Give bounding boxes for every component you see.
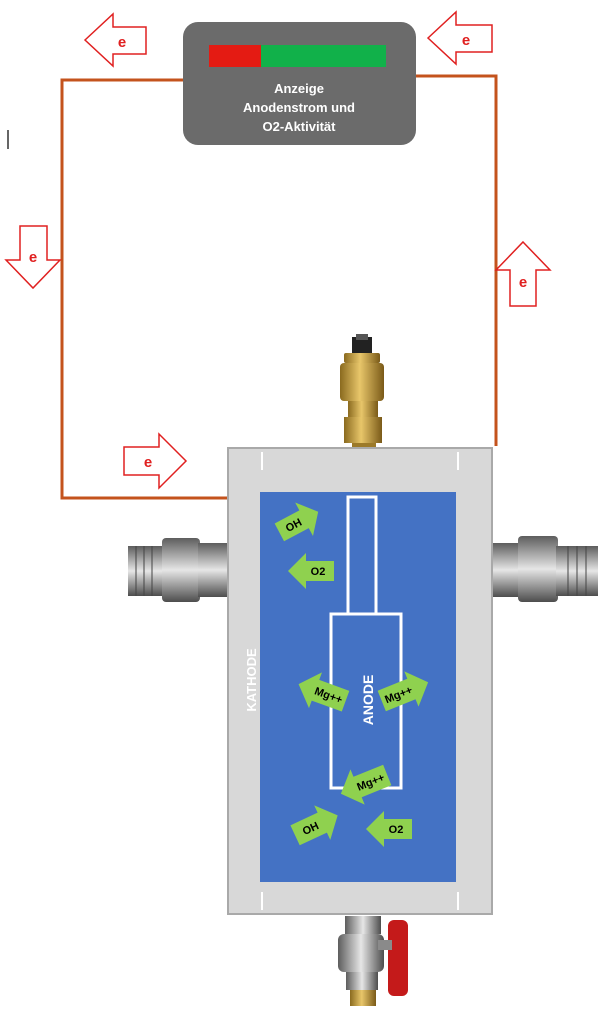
svg-text:e: e xyxy=(144,454,152,471)
electron-arrow: e xyxy=(494,240,552,307)
display-box: Anzeige Anodenstrom und O2-Aktivität xyxy=(183,22,416,145)
svg-text:e: e xyxy=(519,274,527,291)
anode-label: ANODE xyxy=(360,675,376,726)
ion-arrow-o2-top: O2 xyxy=(288,553,334,589)
display-label-line-2: Anodenstrom und xyxy=(243,100,355,115)
anode-current-bar-red xyxy=(209,45,261,67)
display-label-line-1: Anzeige xyxy=(274,81,324,96)
electron-arrow: e xyxy=(426,10,493,66)
ion-arrow-o2-bottom: O2 xyxy=(366,811,412,847)
electron-arrow: e xyxy=(83,12,147,68)
svg-text:e: e xyxy=(462,32,470,49)
ion-arrow-oh-bottom: OH xyxy=(290,805,338,846)
ion-arrow-mg-bottom: Mg++ xyxy=(340,764,392,805)
water-chamber xyxy=(260,492,456,882)
svg-text:e: e xyxy=(118,34,126,51)
display-label-line-3: O2-Aktivität xyxy=(263,119,337,134)
circuit-wire xyxy=(60,74,498,500)
electron-arrow: e xyxy=(4,225,62,290)
inlet-fitting-left xyxy=(128,538,228,602)
valve-handle xyxy=(388,920,408,996)
tank-housing xyxy=(227,447,493,915)
electron-arrow: e xyxy=(123,432,188,490)
air-vent-valve xyxy=(340,334,384,449)
svg-text:e: e xyxy=(29,249,37,266)
drain-ball-valve xyxy=(338,916,408,1006)
outlet-fitting-right xyxy=(490,536,598,602)
svg-text:O2: O2 xyxy=(389,824,404,836)
svg-text:O2: O2 xyxy=(311,566,326,578)
ion-arrow-mg-right: Mg++ xyxy=(377,671,429,712)
ion-arrow-mg-left: Mg++ xyxy=(298,672,350,712)
kathode-label: KATHODE xyxy=(244,648,259,712)
anode-current-bar-green xyxy=(261,45,386,67)
ion-arrow-oh-top: OH xyxy=(274,502,319,542)
